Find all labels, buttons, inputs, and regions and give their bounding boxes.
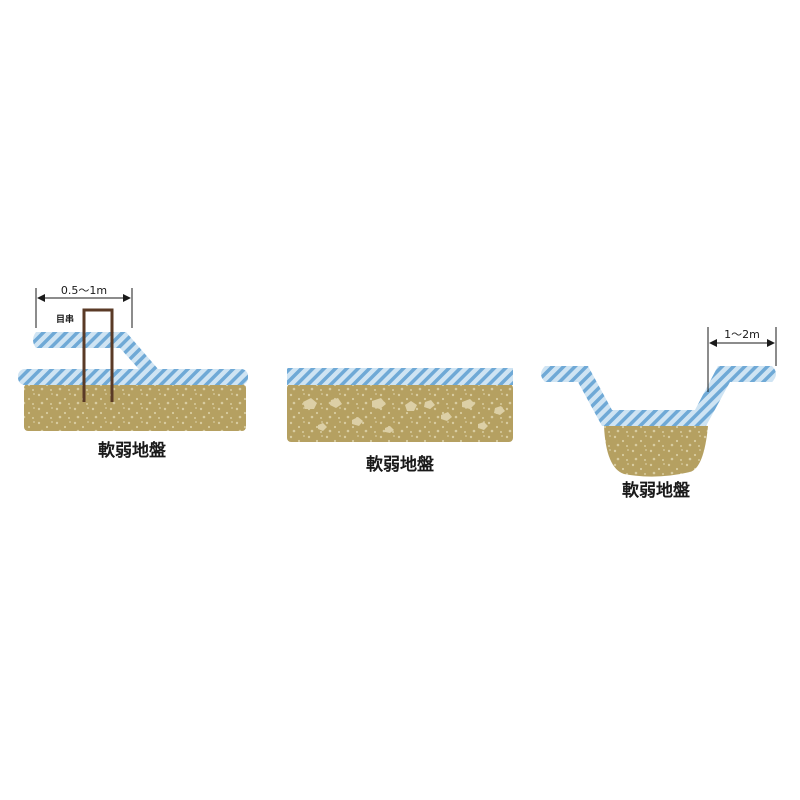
soft-ground-block <box>24 384 246 431</box>
stake-pin <box>82 308 114 402</box>
soft-ground-block <box>287 384 513 442</box>
dimension-label: 1～2m <box>724 328 760 341</box>
panel-overlap: 0.5～1m 目串 軟弱地盤 <box>18 284 248 461</box>
sheet-trench <box>541 366 776 426</box>
sheet-upper-overlap <box>33 332 158 385</box>
panel-flat: 軟弱地盤 <box>287 368 513 475</box>
stake-label: 目串 <box>56 313 74 325</box>
stones <box>303 398 505 433</box>
panel-caption: 軟弱地盤 <box>622 480 691 501</box>
sheet-lower <box>18 369 248 385</box>
panel-caption: 軟弱地盤 <box>366 454 435 475</box>
dimension-label: 0.5～1m <box>61 284 107 297</box>
sheet-flat <box>287 368 513 385</box>
soft-ground-trench <box>604 426 708 477</box>
panel-trench: 1～2m 軟弱地盤 <box>541 327 777 501</box>
panel-caption: 軟弱地盤 <box>98 440 167 461</box>
